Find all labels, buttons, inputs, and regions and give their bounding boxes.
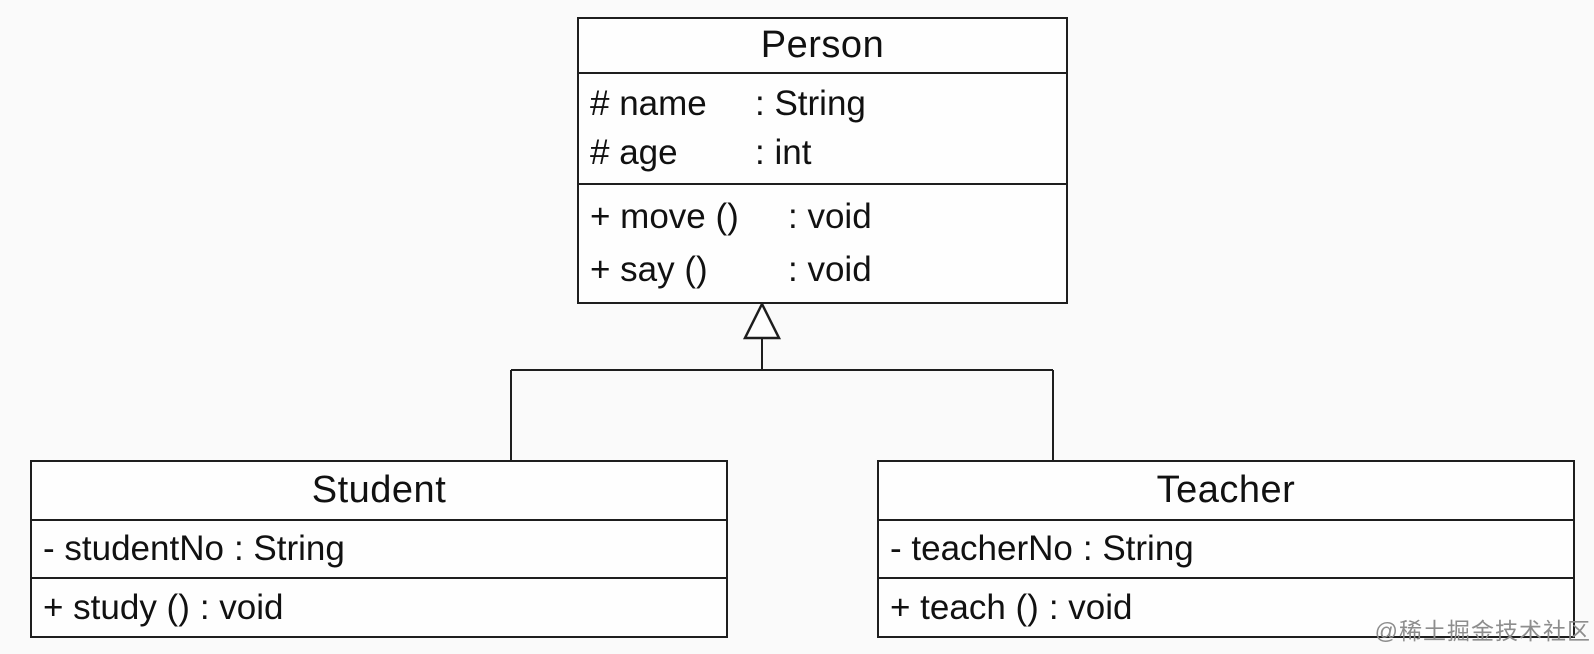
person-methods-compartment: + move () : void + say () : void [579,183,1066,302]
member-name: + study () [43,587,190,627]
member-type: : void [199,587,284,627]
member-type: : String [233,529,345,568]
attribute-line: - studentNo : String [43,529,726,569]
class-title-person: Person [760,24,885,66]
member-type: : String [1082,529,1194,568]
member-name: - studentNo [43,529,224,568]
student-attributes-compartment: - studentNo : String [32,519,726,577]
student-methods-compartment: + study () : void [32,577,726,636]
member-name: + teach () [890,587,1039,627]
class-title-teacher: Teacher [1156,469,1296,511]
member-name: # age [590,133,678,173]
method-line: + move () : void [590,197,1066,237]
member-type: : int [755,133,812,173]
class-title-student: Student [311,469,447,511]
member-type: : void [1048,587,1133,627]
teacher-methods-compartment: + teach () : void [879,577,1573,636]
member-name: + move () [590,197,739,237]
attribute-line: # age : int [590,133,1066,173]
member-type: : void [788,249,872,289]
method-line: + study () : void [43,588,726,628]
site-watermark: @稀土掘金技术社区 [1374,618,1591,644]
class-box-teacher: Teacher - teacherNo : String + teach () … [877,460,1575,638]
member-type: : void [788,197,872,237]
class-box-student: Student - studentNo : String + study () … [30,460,728,638]
member-name: + say () [590,249,708,289]
teacher-attributes-compartment: - teacherNo : String [879,519,1573,577]
member-name: - teacherNo [890,529,1073,568]
member-type: : String [755,83,866,123]
inheritance-triangle-icon [742,301,782,340]
attribute-line: # name : String [590,84,1066,124]
method-line: + say () : void [590,250,1066,290]
member-name: # name [590,83,707,123]
attribute-line: - teacherNo : String [890,529,1573,569]
method-line: + teach () : void [890,588,1573,628]
class-box-person: Person # name : String # age : int + mov… [577,17,1068,304]
person-attributes-compartment: # name : String # age : int [579,72,1066,183]
